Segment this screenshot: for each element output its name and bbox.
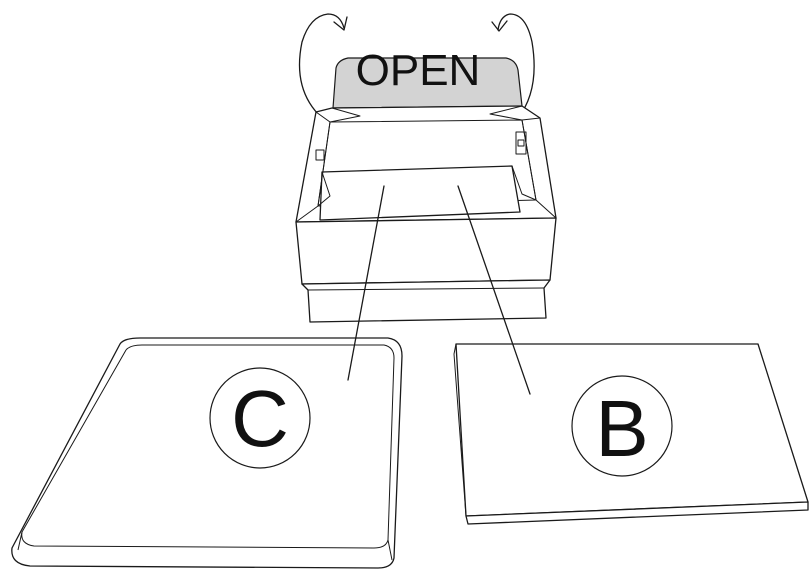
open-label: OPEN bbox=[356, 46, 481, 95]
part-b: B bbox=[454, 344, 808, 524]
box-outer-wall bbox=[296, 218, 556, 284]
part-b-label: B bbox=[595, 384, 648, 473]
open-box: OPEN bbox=[296, 14, 556, 322]
box-insert bbox=[320, 166, 520, 220]
part-c: C bbox=[12, 338, 402, 568]
part-c-outline bbox=[12, 338, 402, 568]
part-c-label: C bbox=[231, 374, 289, 463]
box-base-band bbox=[302, 280, 550, 322]
